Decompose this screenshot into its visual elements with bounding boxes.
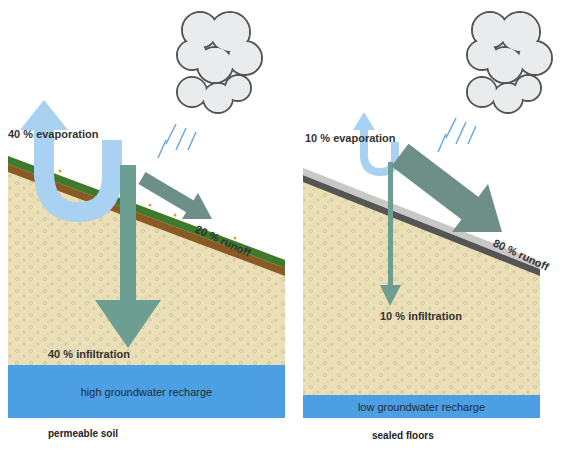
evaporation-arrow (44, 128, 112, 212)
flow-label: 40 % infiltration (48, 348, 130, 360)
evaporation-arrowhead (353, 112, 375, 130)
runoff-arrowhead (452, 184, 502, 232)
cloud (177, 12, 262, 113)
runoff-arrowhead (182, 193, 212, 219)
groundwater-band: low groundwater recharge (303, 395, 540, 418)
infiltration-arrowhead (380, 285, 401, 306)
seal-base-layer (303, 175, 540, 276)
band-label: low groundwater recharge (358, 401, 485, 413)
infiltration-arrow (388, 162, 393, 286)
runoff-arrow (142, 178, 191, 207)
infiltration-arrowhead (95, 300, 161, 348)
flow-label: 40 % evaporation (8, 128, 98, 140)
infiltration-arrow (120, 165, 136, 301)
flow-label: 10 % evaporation (305, 132, 395, 144)
panel-caption: sealed floors (372, 430, 434, 441)
panel-caption: permeable soil (48, 428, 118, 439)
flow-label: 10 % infiltration (380, 310, 462, 322)
evaporation-arrowhead (20, 100, 68, 130)
rain-lines (158, 118, 476, 158)
groundwater-band: high groundwater recharge (8, 365, 285, 418)
band-label: high groundwater recharge (81, 386, 212, 398)
runoff-arrow (400, 155, 471, 209)
cloud (467, 12, 552, 113)
soil-block (303, 168, 540, 395)
